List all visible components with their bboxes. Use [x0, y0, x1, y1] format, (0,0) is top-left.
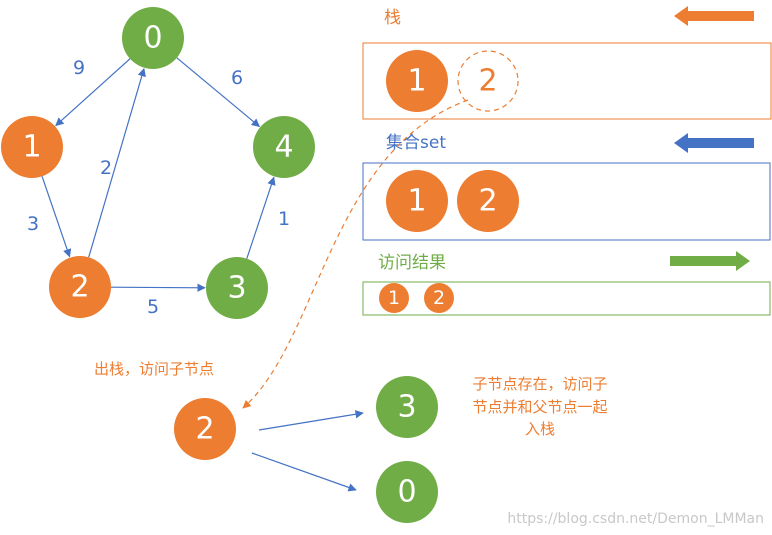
stack-title: 栈: [384, 8, 401, 28]
graph-node-4-label: 4: [274, 130, 293, 165]
pop-child: 0: [376, 461, 438, 523]
pop-child-circle: [376, 376, 438, 438]
stack-pending-item: 2: [457, 50, 519, 112]
set-item-circle: [386, 170, 448, 232]
graph-node-3-circle: [206, 257, 268, 319]
stack-pending-label: 2: [478, 64, 497, 99]
stack-item-circle: [386, 50, 448, 112]
pop-note-line: 节点并和父节点一起: [472, 398, 607, 416]
edge-weight: 2: [100, 157, 112, 179]
pop-child-circle: [376, 461, 438, 523]
visited-direction-arrow-icon: [670, 251, 750, 271]
graph-nodes: 0 1 2 3 4: [1, 7, 315, 319]
pop-children: 30: [376, 376, 438, 523]
set-item-label: 1: [407, 184, 426, 219]
child-arrow-to-3: [258, 410, 364, 431]
visited-box: [362, 281, 771, 316]
pop-child-label: 0: [397, 475, 416, 510]
set-item-label: 2: [478, 184, 497, 219]
pop-node-circle-group-circle: [174, 398, 236, 460]
pop-node-circle-group: 2: [174, 398, 236, 460]
graph-node-4: 4: [253, 116, 315, 178]
set-box: [362, 162, 771, 241]
graph-node-2: 2: [49, 256, 111, 318]
set-item-circle: [457, 170, 519, 232]
graph-node-4-circle: [253, 116, 315, 178]
pop-node-circle-group-label: 2: [195, 412, 214, 447]
visited-item-circle: [379, 283, 409, 313]
edge-2-0: [88, 67, 146, 258]
set-title: 集合set: [386, 133, 446, 153]
graph-node-3-label: 3: [227, 271, 246, 306]
graph-node-1-circle: [1, 116, 63, 178]
pop-section: 出栈，访问子节点 2 30 子节点存在，访问子 节点并和父节点一起 入栈: [94, 360, 608, 523]
graph-node-0-label: 0: [143, 21, 162, 56]
visited-item-circle: [424, 283, 454, 313]
visited-title: 访问结果: [378, 253, 446, 273]
set-item: 1: [386, 170, 448, 232]
edge-3-4: [246, 176, 276, 259]
edge-weight: 6: [231, 67, 243, 89]
pop-note: 子节点存在，访问子 节点并和父节点一起 入栈: [472, 375, 607, 438]
graph-node-0: 0: [122, 7, 184, 69]
visited-item: 2: [424, 283, 454, 313]
pop-note-line: 子节点存在，访问子: [472, 375, 607, 393]
edge-weight: 9: [73, 57, 85, 79]
edge-weight: 1: [278, 208, 290, 230]
set-direction-arrow-icon: [674, 133, 754, 153]
watermark: https://blog.csdn.net/Demon_LMMan: [507, 511, 764, 527]
edge-weight: 3: [27, 213, 39, 235]
pop-caption: 出栈，访问子节点: [94, 360, 214, 378]
stack-direction-arrow-icon: [674, 6, 754, 26]
set-item: 2: [457, 170, 519, 232]
stack-item: 1: [386, 50, 448, 112]
stack-box: [362, 42, 772, 120]
visited-item-label: 2: [433, 287, 445, 309]
graph-node-0-circle: [122, 7, 184, 69]
graph-node-1: 1: [1, 116, 63, 178]
pop-dashed-curve: [242, 99, 469, 409]
stack-pending-circle: [457, 50, 519, 112]
graph-node-2-circle: [49, 256, 111, 318]
graph-node-3: 3: [206, 257, 268, 319]
pop-child: 3: [376, 376, 438, 438]
edge-weight: 5: [147, 296, 159, 318]
visited-item: 1: [379, 283, 409, 313]
edge-1-2: [41, 176, 72, 258]
pop-child-label: 3: [397, 390, 416, 425]
child-arrow-to-0: [251, 452, 357, 492]
graph-node-1-label: 1: [22, 130, 41, 165]
pop-node: 2: [174, 398, 236, 460]
graph-edges: [41, 57, 276, 292]
edge-0-1: [55, 58, 131, 127]
edge-0-4: [176, 57, 261, 128]
stack-item-label: 1: [407, 64, 426, 99]
pop-note-line: 入栈: [525, 420, 555, 438]
graph-node-2-label: 2: [70, 270, 89, 305]
visited-item-label: 1: [388, 287, 400, 309]
edge-2-3: [110, 283, 206, 292]
graph-edge-weights: 9 6 3 2 5 1: [27, 57, 290, 318]
